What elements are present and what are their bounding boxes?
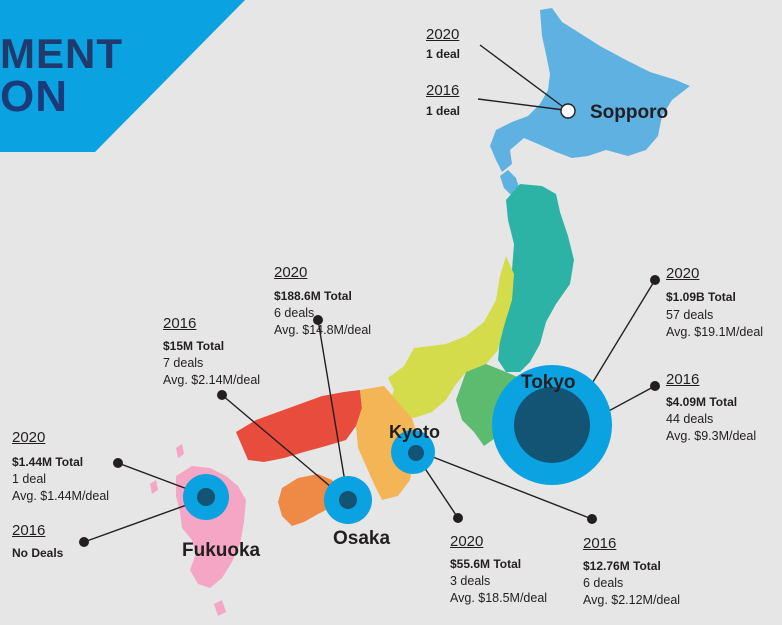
dot-osaka-2016	[217, 390, 227, 400]
tokyo-2016-year: 2016	[666, 371, 700, 388]
hokkaido-peninsula	[500, 170, 520, 196]
osaka-2016-avg: Avg. $2.14M/deal	[163, 373, 261, 387]
tokyo-2020-year: 2020	[666, 265, 700, 282]
dot-fukuoka-2016	[79, 537, 89, 547]
kyushu-island-c	[214, 600, 226, 616]
osaka-2020-year: 2020	[274, 264, 308, 281]
kyoto-2016-deals: 6 deals	[583, 576, 624, 590]
city-label-osaka: Osaka	[333, 528, 391, 549]
city-label-tokyo: Tokyo	[521, 372, 576, 393]
kyushu-island-a	[150, 480, 158, 494]
fukuoka-2020-deals: 1 deal	[12, 472, 47, 486]
dot-osaka-2020	[313, 315, 323, 325]
kyoto-2020-year: 2020	[450, 533, 484, 550]
leader-dots	[79, 275, 660, 547]
shikoku-region	[278, 474, 340, 526]
leader-osaka-2020	[317, 319, 349, 501]
kyoto-2020-total: $55.6M Total	[450, 557, 522, 571]
kansai-region	[356, 386, 418, 500]
leader-osaka-2016	[221, 394, 345, 499]
osaka-2016-deals: 7 deals	[163, 356, 204, 370]
tokyo-2020-deals: 57 deals	[666, 308, 714, 322]
dot-tokyo-2020	[650, 275, 660, 285]
dot-kyoto-2016	[587, 514, 597, 524]
leader-kyoto-2016	[419, 451, 593, 520]
osaka-2020-deals: 6 deals	[274, 306, 315, 320]
dot-fukuoka-2020	[113, 458, 123, 468]
sopporo-2020-year: 2020	[426, 26, 460, 43]
osaka-2016-year: 2016	[163, 315, 197, 332]
fukuoka-2016-deals: No Deals	[12, 546, 64, 560]
leader-tokyo-2020	[587, 279, 656, 391]
sopporo-2020-deals: 1 deal	[426, 47, 461, 61]
dot-tokyo-2016	[650, 381, 660, 391]
tokyo-2020-total: $1.09B Total	[666, 290, 736, 304]
sopporo-2016-deals: 1 deal	[426, 104, 461, 118]
city-label-kyoto: Kyoto	[389, 422, 440, 442]
osaka-2020-avg: Avg. $14.8M/deal	[274, 323, 372, 337]
kyoto-bubble-inner	[408, 445, 424, 461]
tohoku-region	[498, 184, 574, 372]
tokyo-bubble-inner	[514, 387, 590, 463]
fukuoka-2016-year: 2016	[12, 522, 46, 539]
leader-sopporo-2016	[477, 98, 565, 111]
tokyo-2016-total: $4.09M Total	[666, 395, 738, 409]
fukuoka-2020-total: $1.44M Total	[12, 455, 84, 469]
chugoku-region	[236, 390, 362, 462]
kyoto-2016-total: $12.76M Total	[583, 559, 661, 573]
tokyo-2016-deals: 44 deals	[666, 412, 714, 426]
title-banner	[0, 0, 245, 152]
tokyo-2020-avg: Avg. $19.1M/deal	[666, 325, 764, 339]
kyoto-2020-avg: Avg. $18.5M/deal	[450, 591, 548, 605]
sopporo-2016-year: 2016	[426, 82, 460, 99]
fukuoka-2020-avg: Avg. $1.44M/deal	[12, 489, 110, 503]
osaka-2020-total: $188.6M Total	[274, 289, 352, 303]
fukuoka-bubble-inner	[197, 488, 215, 506]
kyoto-2016-year: 2016	[583, 535, 617, 552]
dot-kyoto-2020	[453, 513, 463, 523]
kyoto-2020-deals: 3 deals	[450, 574, 491, 588]
hokkaido-region	[490, 8, 690, 172]
fukuoka-2020-year: 2020	[12, 429, 46, 446]
city-label-sopporo: Sopporo	[590, 102, 669, 123]
city-label-fukuoka: Fukuoka	[182, 540, 261, 561]
kyushu-island-b	[176, 444, 184, 458]
sopporo-marker	[560, 103, 576, 119]
chubu-region	[388, 256, 514, 418]
osaka-2016-total: $15M Total	[163, 339, 225, 353]
osaka-bubble-inner	[339, 491, 357, 509]
leader-sopporo-2020	[479, 44, 567, 110]
tokyo-2016-avg: Avg. $9.3M/deal	[666, 429, 757, 443]
kyoto-2016-avg: Avg. $2.12M/deal	[583, 593, 681, 607]
